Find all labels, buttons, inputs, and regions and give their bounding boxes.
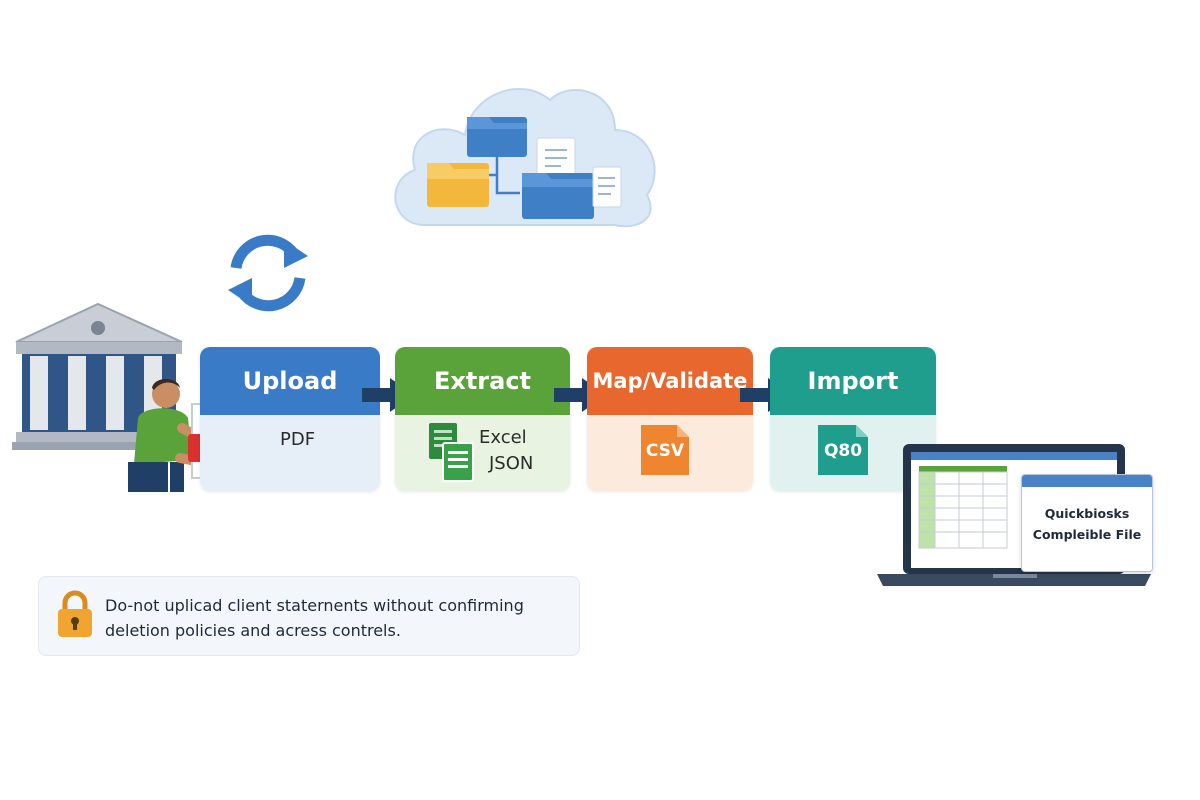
quickbooks-file-window: Quickbiosks Compleible File: [1021, 474, 1153, 572]
extract-format-json: JSON: [489, 453, 534, 474]
step-extract-title: Extract: [395, 347, 570, 415]
security-warning: Do-not uplicad client staternents withou…: [38, 576, 580, 656]
step-map-validate-body: CSV: [587, 415, 753, 491]
qbo-badge-label: Q80: [823, 441, 863, 461]
step-import-title: Import: [770, 347, 936, 415]
cloud-folders-icon: [394, 88, 656, 228]
csv-badge-label: CSV: [645, 441, 685, 461]
step-extract-body: Excel JSON: [395, 415, 570, 491]
extract-format-excel: Excel: [479, 427, 527, 448]
lock-icon: [58, 590, 92, 637]
warning-text: Do-not uplicad client staternents withou…: [105, 596, 524, 640]
step-upload-body: PDF: [200, 415, 380, 491]
upload-format-pdf: PDF: [280, 429, 316, 450]
step-upload-title: Upload: [200, 347, 380, 415]
step-upload: Upload PDF: [200, 347, 380, 491]
step-extract: Extract Excel JSON: [395, 347, 570, 491]
csv-file-icon: CSV: [639, 423, 691, 477]
quickbooks-file-label: Quickbiosks Compleible File: [1032, 506, 1142, 542]
step-map-validate: Map/Validate CSV: [587, 347, 753, 491]
qbo-file-icon: Q80: [816, 423, 870, 477]
excel-file-icon: [429, 423, 474, 482]
step-map-validate-title: Map/Validate: [587, 347, 753, 415]
sync-icon: [228, 234, 308, 312]
person-icon: [128, 379, 217, 492]
